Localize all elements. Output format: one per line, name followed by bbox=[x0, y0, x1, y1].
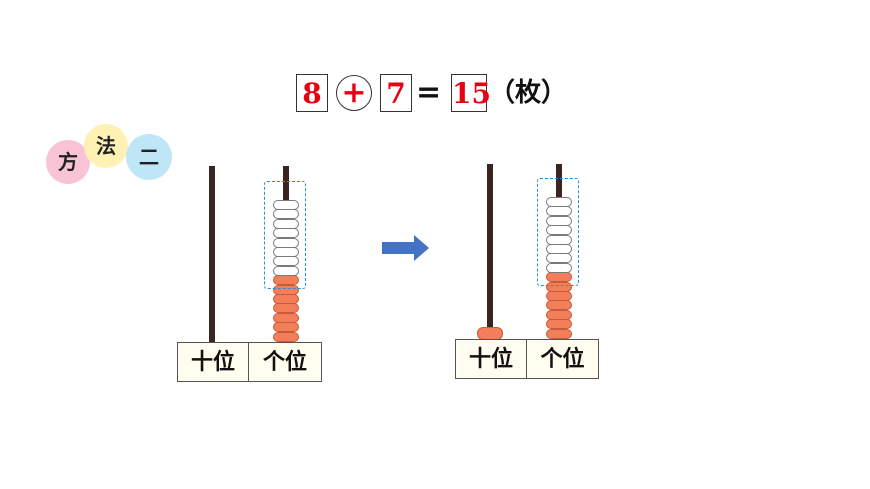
orange-bead bbox=[546, 281, 572, 292]
tens-rod-after bbox=[487, 164, 493, 340]
addend2-box: 7 bbox=[380, 74, 412, 112]
plus-sign: + bbox=[336, 75, 372, 111]
orange-bead bbox=[273, 284, 299, 295]
right-arrow-icon bbox=[382, 235, 429, 261]
white-bead bbox=[273, 200, 299, 210]
orange-bead bbox=[273, 322, 299, 333]
white-bead bbox=[273, 265, 299, 276]
orange-bead bbox=[546, 300, 572, 311]
white-bead bbox=[546, 262, 572, 273]
orange-bead bbox=[546, 291, 572, 301]
orange-bead bbox=[273, 294, 299, 304]
orange-bead bbox=[273, 331, 299, 342]
tens-label-before: 十位 bbox=[177, 342, 249, 382]
ones-label-after: 个位 bbox=[526, 339, 599, 379]
white-bead bbox=[546, 215, 572, 226]
group-of-ten-before bbox=[264, 181, 306, 289]
group-of-ten-after bbox=[537, 178, 579, 286]
orange-bead bbox=[546, 328, 572, 339]
white-bead bbox=[546, 234, 572, 245]
equals-sign: = bbox=[416, 75, 442, 110]
method-badge: 方 法 二 bbox=[40, 118, 180, 188]
tens-rod-before bbox=[209, 166, 215, 342]
white-bead bbox=[546, 197, 572, 207]
ones-label-before: 个位 bbox=[248, 342, 322, 382]
white-bead bbox=[273, 218, 299, 229]
result-box: 15 bbox=[451, 74, 491, 112]
addend1-box: 8 bbox=[296, 74, 328, 112]
unit-label: （枚） bbox=[489, 78, 568, 108]
orange-bead bbox=[273, 312, 299, 323]
method-char-1: 方 bbox=[46, 140, 90, 184]
white-bead bbox=[273, 237, 299, 248]
tens-label-after: 十位 bbox=[455, 339, 527, 379]
orange-bead bbox=[546, 319, 572, 330]
orange-bead bbox=[546, 309, 572, 320]
method-char-2: 法 bbox=[84, 124, 128, 168]
orange-bead bbox=[273, 303, 299, 314]
method-char-3: 二 bbox=[126, 134, 172, 180]
